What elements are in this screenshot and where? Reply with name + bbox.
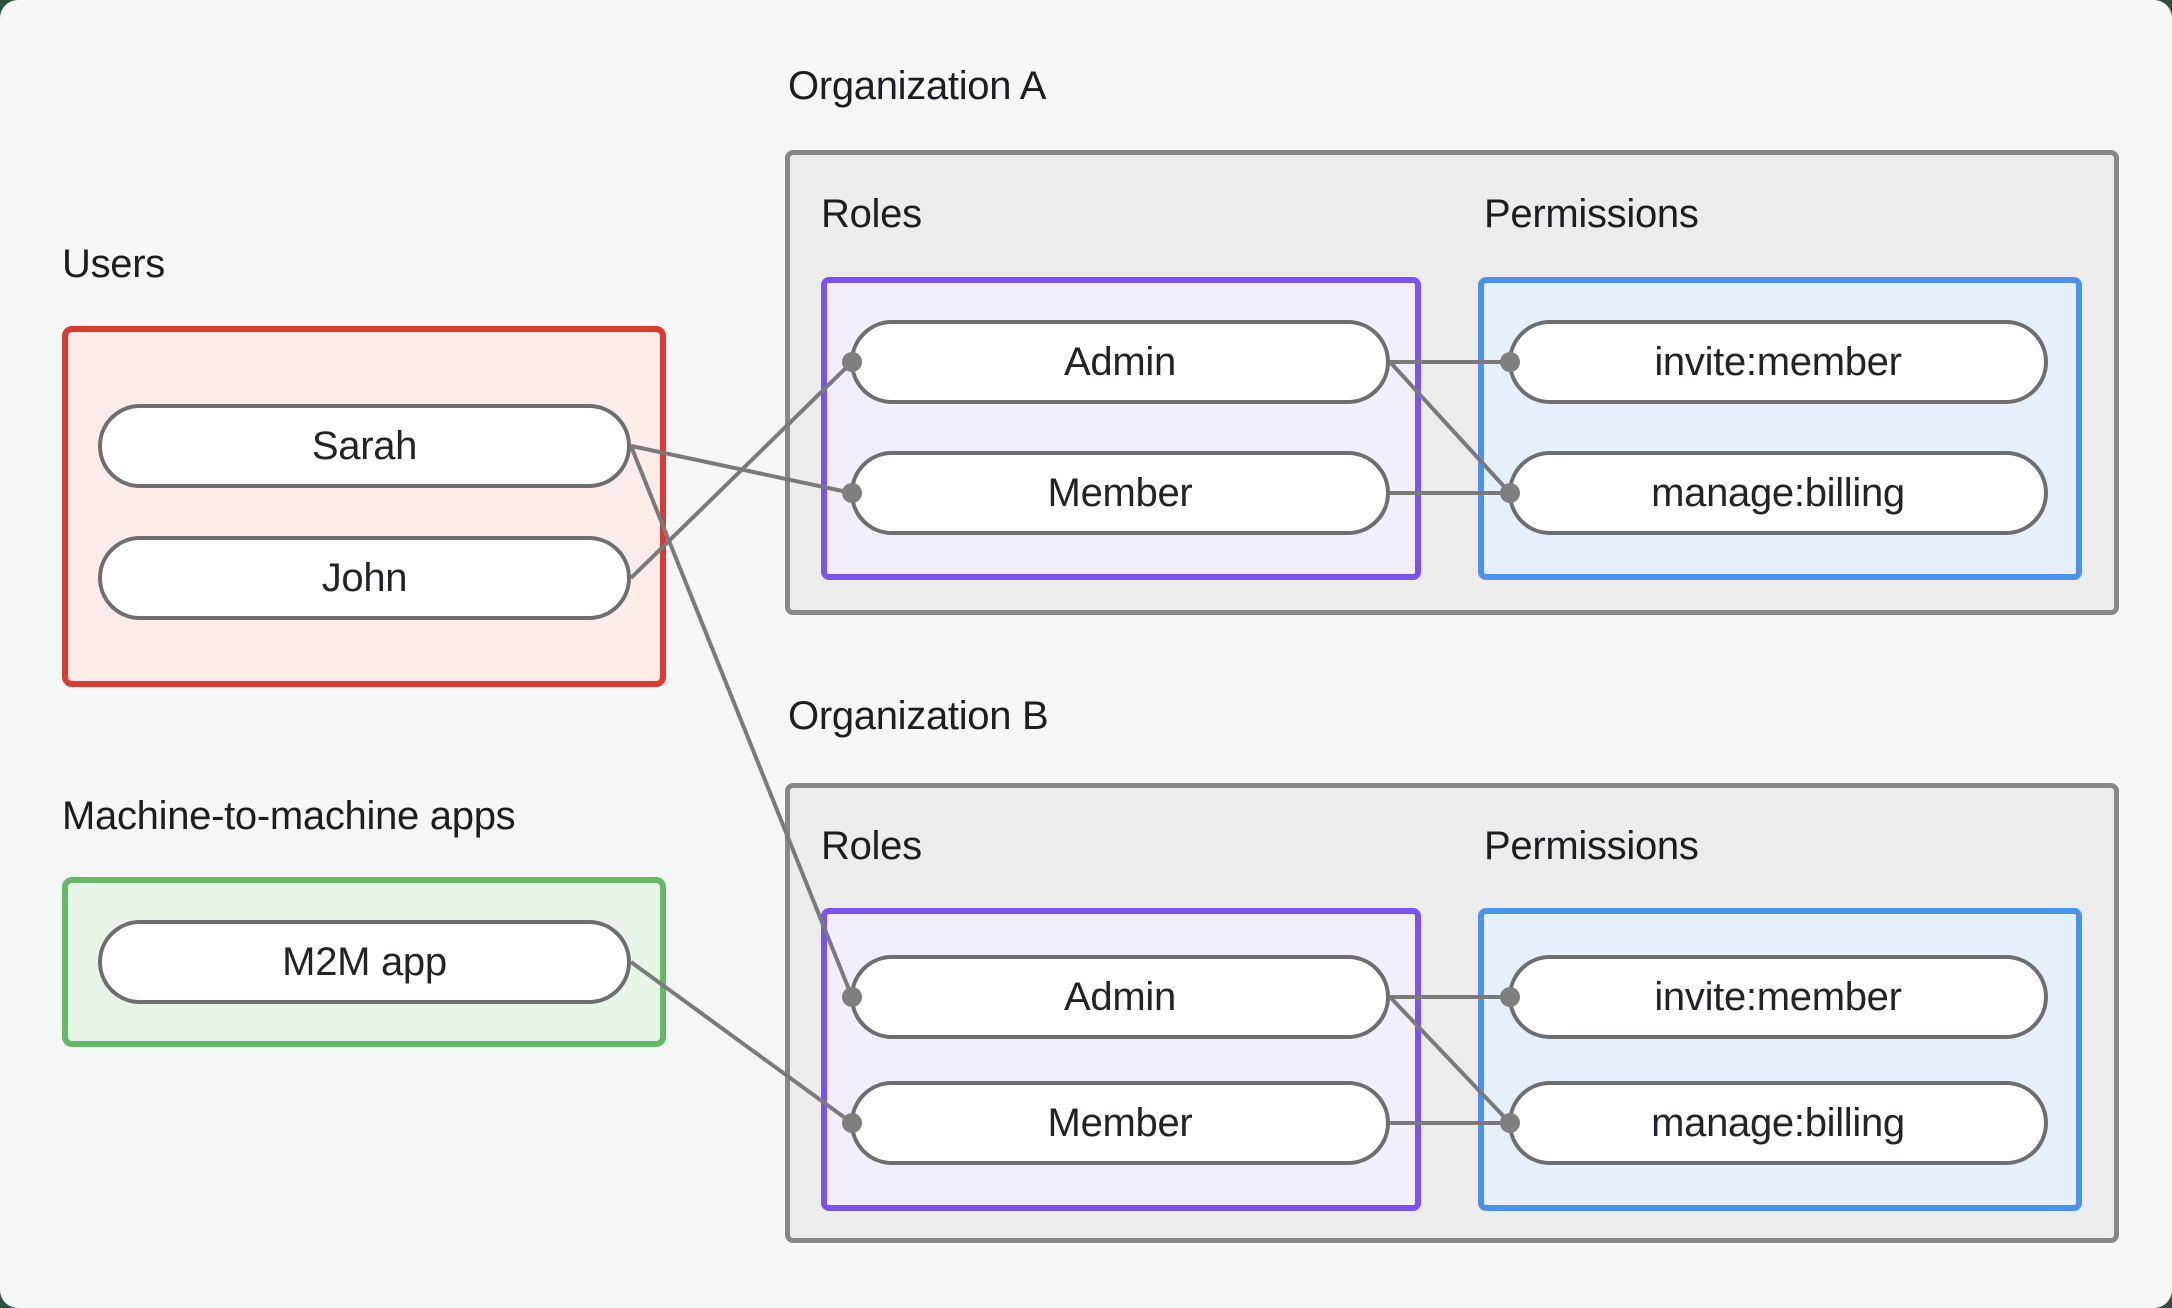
user-pill-sarah: Sarah	[98, 404, 631, 488]
org-b-role-admin-pill: Admin	[850, 955, 1390, 1039]
org-b-roles-label: Roles	[821, 824, 922, 868]
org-b-permission-billing-pill: manage:billing	[1508, 1081, 2048, 1165]
org-a-role-member-pill: Member	[850, 451, 1390, 535]
org-b-title: Organization B	[788, 694, 1049, 738]
org-a-permission-invite-pill: invite:member	[1508, 320, 2048, 404]
org-b-permissions-box	[1478, 908, 2082, 1211]
org-b-roles-box	[821, 908, 1421, 1211]
m2m-label: Machine-to-machine apps	[62, 794, 516, 838]
org-b-role-member-pill: Member	[850, 1081, 1390, 1165]
org-a-permission-billing-pill: manage:billing	[1508, 451, 2048, 535]
org-a-title: Organization A	[788, 64, 1047, 108]
org-a-permissions-label: Permissions	[1484, 192, 1699, 236]
user-pill-john: John	[98, 536, 631, 620]
users-label: Users	[62, 242, 165, 286]
org-a-role-admin-pill: Admin	[850, 320, 1390, 404]
users-group-box	[62, 326, 666, 687]
org-a-roles-label: Roles	[821, 192, 922, 236]
org-b-permissions-label: Permissions	[1484, 824, 1699, 868]
org-b-permission-invite-pill: invite:member	[1508, 955, 2048, 1039]
m2m-app-pill: M2M app	[98, 920, 631, 1004]
